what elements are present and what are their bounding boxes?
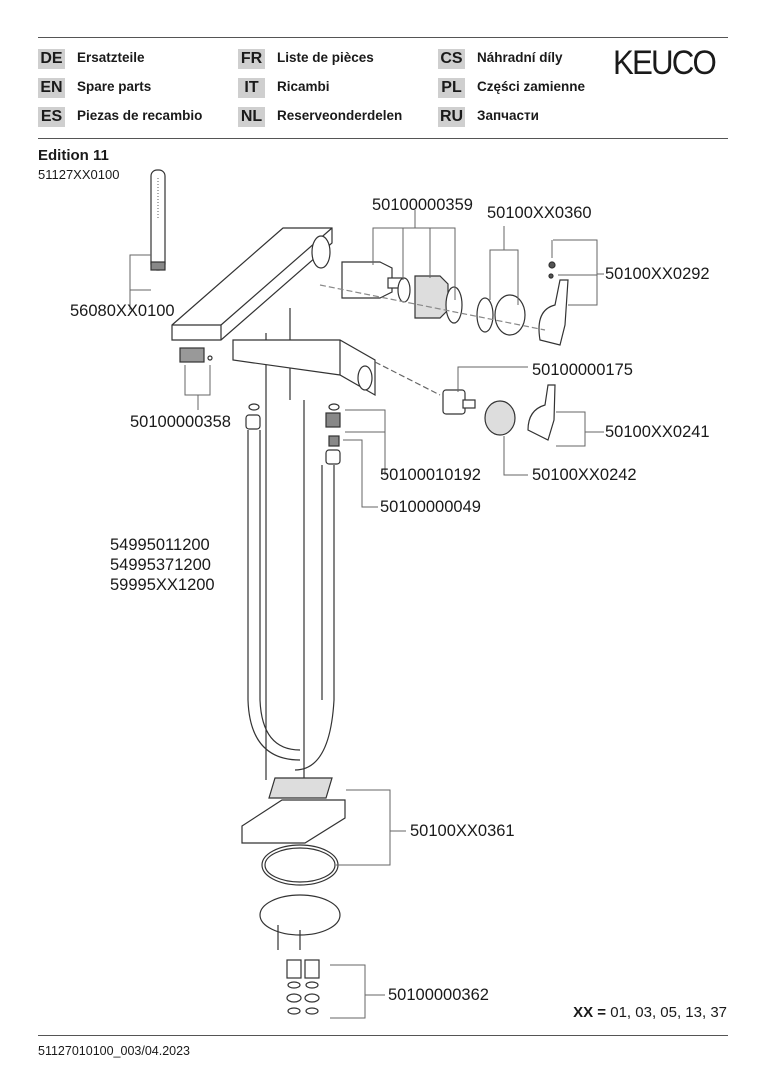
part-label: 50100000359: [372, 196, 473, 214]
lang-code: NL: [238, 107, 265, 127]
product-number: 51127XX0100: [38, 167, 120, 182]
lang-code: DE: [38, 49, 65, 69]
footer-rule: [38, 1035, 728, 1036]
lang-code: EN: [38, 78, 65, 98]
legend-values: 01, 03, 05, 13, 37: [610, 1004, 727, 1021]
leader-lines: [129, 210, 604, 1019]
lang-label: Liste de pièces: [277, 50, 374, 65]
part-label: 56080XX0100: [70, 302, 175, 320]
floor-plate-drawing: [241, 777, 346, 1015]
lang-label: Ricambi: [277, 79, 330, 94]
part-label: 50100XX0242: [532, 466, 637, 484]
part-label: 54995011200: [110, 536, 210, 554]
part-label: 50100000362: [388, 986, 489, 1004]
lang-label: Ersatzteile: [77, 50, 145, 65]
hose-drawing: [247, 430, 335, 771]
lang-label: Spare parts: [77, 79, 152, 94]
part-label: 59995XX1200: [110, 576, 215, 594]
part-label: 50100000358: [130, 413, 231, 431]
lang-code: PL: [438, 78, 465, 98]
part-label: 50100XX0292: [605, 265, 710, 283]
lang-code: ES: [38, 107, 65, 127]
lower-cartridge-drawing: [442, 384, 556, 441]
lang-code: RU: [438, 107, 465, 127]
document-number: 51127010100_003/04.2023: [38, 1044, 191, 1058]
part-label: 50100000175: [532, 361, 633, 379]
lang-label: Запчасти: [477, 108, 539, 123]
lang-code: CS: [438, 49, 465, 69]
part-label: 50100000049: [380, 498, 481, 516]
lang-code: FR: [238, 49, 265, 69]
product-title: Edition 11: [38, 147, 109, 164]
part-label: 50100XX0241: [605, 423, 710, 441]
lang-code: IT: [238, 78, 265, 98]
keuco-logo: KEUCO: [613, 44, 717, 82]
lang-label: Piezas de recambio: [77, 108, 203, 123]
part-label: 50100XX0361: [410, 822, 515, 840]
part-label: 50100010192: [380, 466, 481, 484]
legend-key: XX =: [573, 1004, 607, 1021]
lang-label: Części zamienne: [477, 79, 586, 94]
lang-label: Náhradní díly: [477, 50, 563, 65]
lang-label: Reserveonderdelen: [277, 108, 403, 123]
aerator-drawing: [179, 347, 341, 465]
top-rule: [38, 37, 728, 38]
part-label: 50100XX0360: [487, 204, 592, 222]
hand-shower-drawing: [150, 169, 166, 271]
part-label: 54995371200: [110, 556, 211, 574]
color-code-legend: XX = 01, 03, 05, 13, 37: [573, 1003, 727, 1023]
spout-body-drawing: [171, 227, 376, 780]
header-rule: [38, 138, 728, 139]
